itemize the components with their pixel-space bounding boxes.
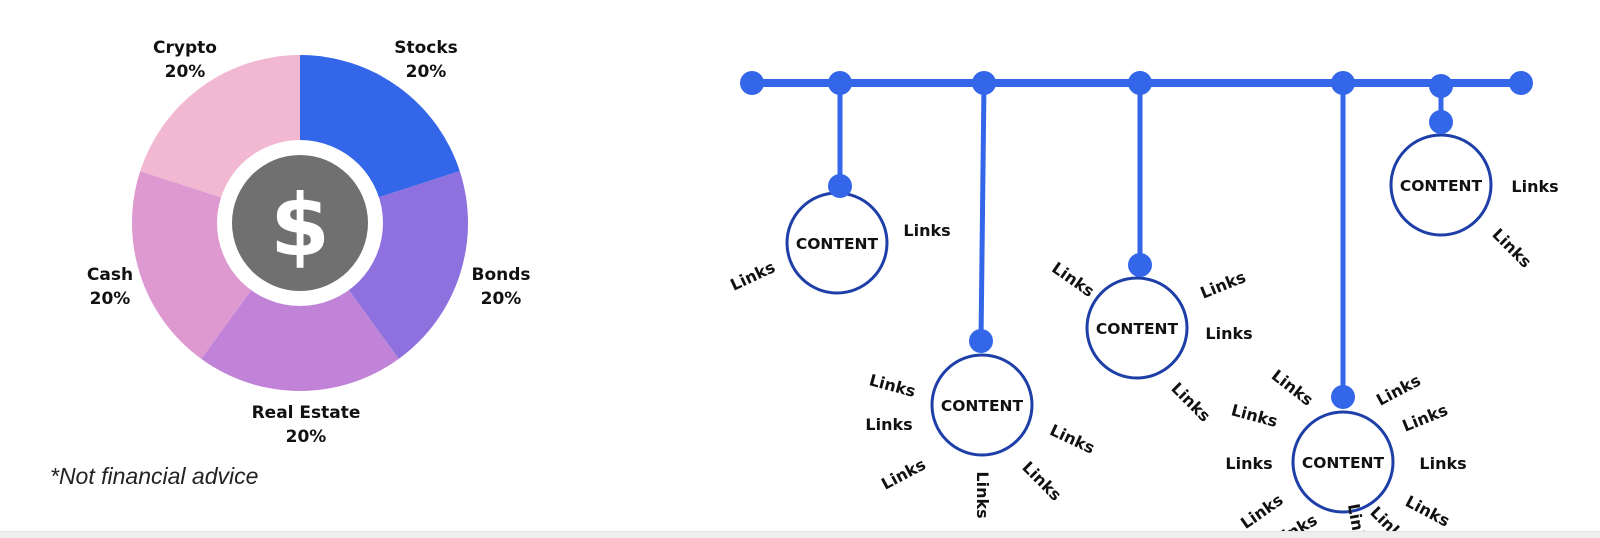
link-label: Links [1237, 490, 1287, 531]
dollar-sign-icon: $ [270, 176, 330, 276]
content-node: CONTENT Links Links [1389, 74, 1559, 272]
junction-dot [828, 71, 852, 95]
link-label: Links [1399, 400, 1450, 435]
content-node: CONTENT Links Links [727, 71, 951, 295]
label-stocks-percent: 20% [406, 62, 447, 82]
content-label: CONTENT [1302, 454, 1385, 472]
connector-dot [1429, 110, 1453, 134]
content-circle [930, 353, 1034, 457]
link-label: Links [1373, 371, 1424, 410]
link-label: Links [1402, 492, 1453, 531]
label-real-estate-percent: 20% [286, 427, 327, 447]
connector-dot [1128, 253, 1152, 277]
allocation-donut: $ Stocks 20% Bonds 20% Real Estate 20% C… [50, 38, 531, 489]
link-label: Links [1048, 258, 1098, 301]
link-label: Links [1167, 379, 1214, 426]
content-circle [1389, 133, 1493, 237]
trunk-end-dot [1509, 71, 1533, 95]
content-label: CONTENT [941, 397, 1024, 415]
connector-dot [1331, 385, 1355, 409]
disclaimer: *Not financial advice [50, 463, 258, 489]
connector-dot [969, 329, 993, 353]
link-label: Links [1047, 420, 1098, 457]
link-label: Links [867, 370, 918, 401]
link-label: Links [1205, 324, 1252, 343]
link-label: Links [973, 471, 992, 518]
label-bonds-percent: 20% [481, 289, 522, 309]
content-circle [1291, 410, 1395, 514]
junction-dot [972, 71, 996, 95]
link-label: Links [1488, 225, 1535, 272]
junction-dot [1331, 71, 1355, 95]
label-crypto-percent: 20% [165, 62, 206, 82]
link-label: Links [1229, 400, 1280, 431]
label-real-estate: Real Estate [252, 403, 361, 423]
donut-slice-real-estate [201, 223, 399, 391]
link-label: Links [727, 257, 778, 294]
content-node: CONTENT Links Links Links Links Links Li… [865, 71, 1098, 519]
branch-line [978, 82, 987, 342]
link-label: Links [1197, 267, 1248, 302]
link-label: Links [878, 455, 929, 494]
connector-dot [828, 174, 852, 198]
content-label: CONTENT [796, 235, 879, 253]
dollar-coin [232, 155, 368, 291]
content-node: CONTENT Links Links Links Links [1048, 71, 1253, 426]
junction-dot [1128, 71, 1152, 95]
content-label: CONTENT [1400, 177, 1483, 195]
bottom-edge-bar [0, 531, 1600, 538]
label-bonds: Bonds [471, 265, 530, 285]
link-label: Links [1268, 366, 1317, 410]
label-stocks: Stocks [394, 38, 458, 58]
content-label: CONTENT [1096, 320, 1179, 338]
link-label: Links [1225, 454, 1272, 473]
label-cash: Cash [87, 265, 133, 285]
link-label: Links [1511, 177, 1558, 196]
junction-dot [1429, 74, 1453, 98]
label-crypto: Crypto [153, 38, 217, 58]
link-label: Links [1018, 458, 1065, 505]
label-cash-percent: 20% [90, 289, 131, 309]
site-map-diagram: CONTENT Links Links CONTENT Links Links … [727, 71, 1559, 538]
trunk-start-dot [740, 71, 764, 95]
link-label: Links [1270, 510, 1320, 531]
link-label: Links [1419, 454, 1466, 473]
link-label: Links [865, 415, 912, 434]
content-circle [1085, 276, 1189, 380]
link-label: Links [903, 221, 950, 240]
